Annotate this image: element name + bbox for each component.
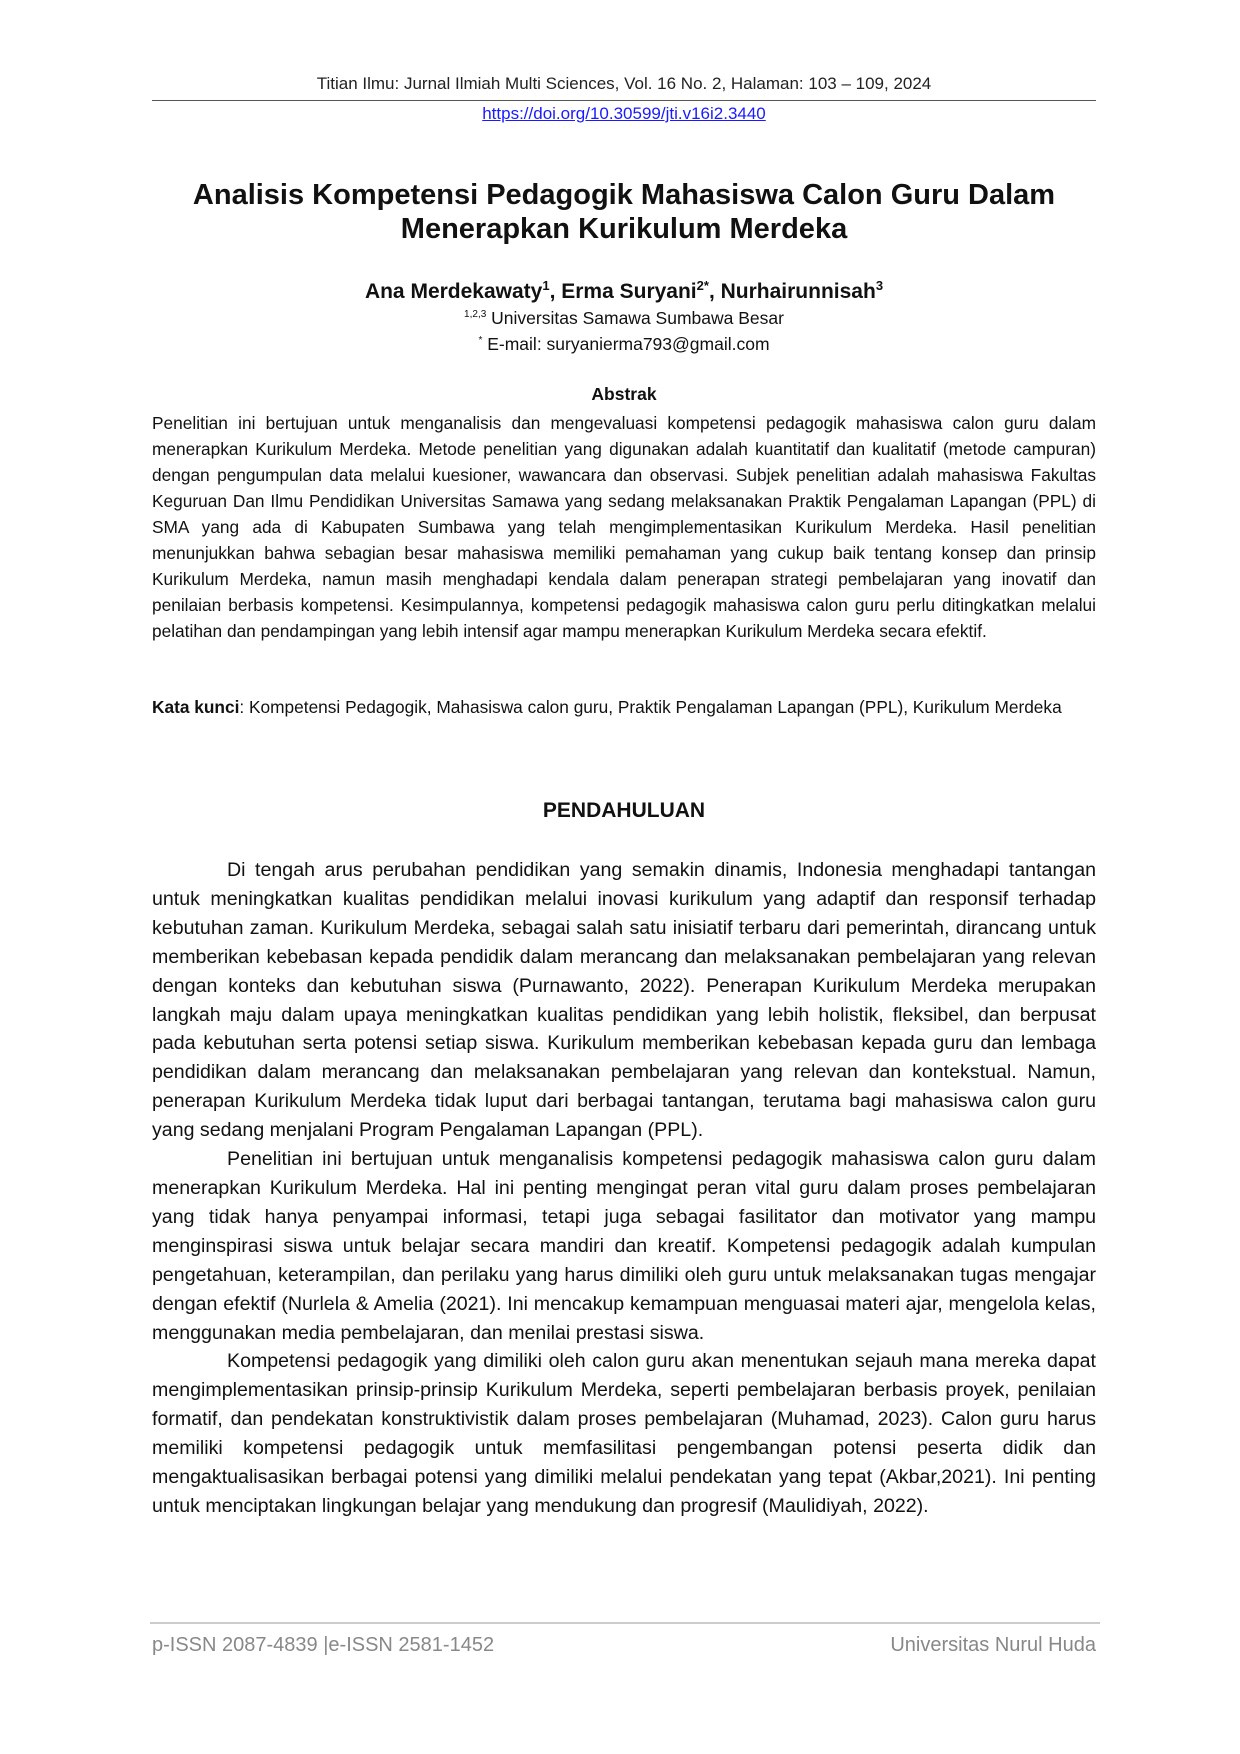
email-text: E-mail: suryanierma793@gmail.com [487, 334, 770, 354]
affiliation-text: Universitas Samawa Sumbawa Besar [491, 308, 784, 328]
author-name: Erma Suryani [561, 280, 697, 303]
keywords-label: Kata kunci [152, 697, 240, 717]
abstract-text: Penelitian ini bertujuan untuk menganali… [152, 413, 1096, 641]
email-sup: * [478, 335, 483, 347]
header-divider [152, 100, 1096, 101]
paragraph: Kompetensi pedagogik yang dimiliki oleh … [152, 1350, 1096, 1517]
footer-publisher: Universitas Nurul Huda [890, 1634, 1096, 1656]
section-heading: PENDAHULUAN [542, 799, 706, 822]
paper-title: Analisis Kompetensi Pedagogik Mahasiswa … [192, 179, 1056, 245]
author-list: Ana Merdekawaty1, Erma Suryani2*, Nurhai… [364, 278, 884, 303]
paragraph: Penelitian ini bertujuan untuk menganali… [152, 1148, 1096, 1344]
author-sup: 2* [696, 278, 709, 293]
keywords-text: : Kompetensi Pedagogik, Mahasiswa calon … [239, 697, 1062, 717]
keywords: Kata kunci: Kompetensi Pedagogik, Mahasi… [152, 694, 1096, 720]
affiliation-sup: 1,2,3 [464, 309, 487, 321]
author-sup: 1 [542, 278, 550, 293]
author-sup: 3 [875, 278, 884, 293]
email: * E-mail: suryanierma793@gmail.com [152, 334, 1096, 355]
doi: https://doi.org/10.30599/jti.v16i2.3440 [152, 104, 1096, 124]
abstract-heading: Abstrak [591, 384, 657, 404]
doi-link[interactable]: https://doi.org/10.30599/jti.v16i2.3440 [482, 104, 766, 123]
paragraph: Di tengah arus perubahan pendidikan yang… [152, 859, 1096, 1142]
affiliation: 1,2,3 Universitas Samawa Sumbawa Besar [152, 308, 1096, 329]
author-name: Nurhairunnisah [720, 280, 876, 303]
footer-issn: p-ISSN 2087-4839 |e-ISSN 2581-1452 [152, 1634, 495, 1656]
author-name: Ana Merdekawaty [364, 280, 543, 303]
footer-divider [150, 1622, 1100, 1624]
running-head: Titian Ilmu: Jurnal Ilmiah Multi Science… [316, 74, 932, 93]
section-body: Di tengah arus perubahan pendidikan yang… [152, 856, 1096, 1521]
